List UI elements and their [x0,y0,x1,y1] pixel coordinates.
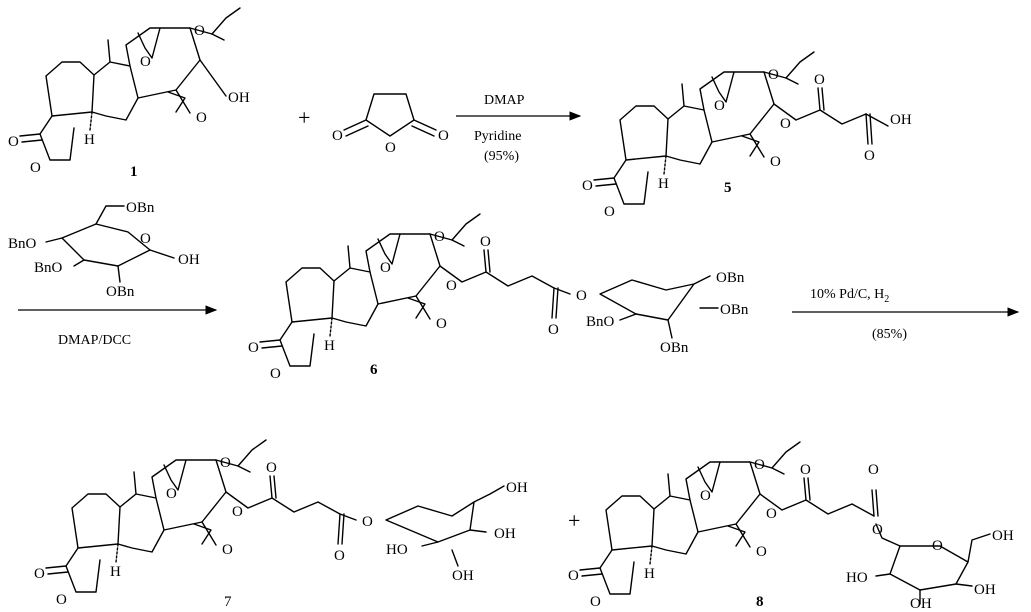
ester-oxygen-label: O [362,514,373,530]
compound-7-structure: O O O O OH OH HO OH O O O O O H [34,439,528,608]
hydroxyl-label: OH [452,568,474,584]
lactone-oxygen-label: O [270,366,281,382]
ester-oxygen-label: O [480,234,491,250]
anhydride-oxygen-label: O [438,128,449,144]
reaction-arrow-2: DMAP/DCC [18,305,218,348]
lactone-oxygen-label: O [30,160,41,176]
carbonyl-oxygen-label: O [34,566,45,582]
compound-8-structure: O O O O O OH HO OH OH O O O O O H [568,441,1014,612]
carbonyl-oxygen-label: O [582,178,593,194]
compound-label-1: 1 [130,164,138,180]
lactone-oxygen-label: O [56,592,67,608]
carbonyl-oxygen-label: O [8,134,19,150]
compound-5-structure: O O OH O O O O O O H 5 [582,51,912,220]
yield-label: (85%) [872,327,907,342]
anomeric-hydroxyl-label: OH [178,252,200,268]
ester-oxygen-label: O [780,116,791,132]
ester-carbonyl-label: O [868,462,879,478]
anhydride-oxygen-label: O [332,128,343,144]
epoxide-oxygen-label: O [220,455,231,471]
ring-oxygen-label: O [932,538,943,554]
epoxide-oxygen-label: O [770,154,781,170]
obn-label: OBn [660,340,689,356]
bno-label: BnO [34,260,63,276]
hydroxyl-label: OH [974,582,996,598]
ester-oxygen-label: O [232,504,243,520]
compound-6-structure: O O O O OBn OBn BnO OBn O O O O O H 6 [248,213,749,382]
bno-label: BnO [8,236,37,252]
reagent-pyridine: Pyridine [474,129,521,144]
compound-label-5: 5 [724,180,732,196]
hydroxyl-label: OH [506,480,528,496]
succinic-anhydride-structure: O O O [332,93,449,156]
reaction-arrow-3: 10% Pd/C, H2 (85%) [792,287,1020,342]
epoxide-oxygen-label: O [714,98,725,114]
compound-label-8: 8 [756,594,764,610]
epoxide-oxygen-label: O [436,316,447,332]
epoxide-oxygen-label: O [194,23,205,39]
ester-oxygen-label: O [576,288,587,304]
epoxide-oxygen-label: O [140,54,151,70]
epoxide-oxygen-label: O [380,260,391,276]
hydroxyl-label: OH [228,90,250,106]
acid-carbonyl-label: O [864,148,875,164]
yield-label: (95%) [484,149,519,164]
hydrogen-label: H [110,564,121,580]
ho-label: HO [846,570,868,586]
plus-sign: + [298,105,310,130]
ester-oxygen-label: O [266,460,277,476]
anhydride-oxygen-label: O [385,140,396,156]
hydrogen-label: H [84,132,95,148]
reagent-dmap-dcc: DMAP/DCC [58,333,131,348]
compound-label-6: 6 [370,362,378,378]
bno-label: BnO [586,314,615,330]
ester-oxygen-label: O [766,506,777,522]
hydrogen-label: H [324,338,335,354]
acid-hydroxyl-label: OH [890,112,912,128]
ester-oxygen-label: O [446,278,457,294]
hydroxyl-label: OH [494,526,516,542]
ester-oxygen-label: O [800,462,811,478]
hydroxyl-label: OH [992,528,1014,544]
epoxide-oxygen-label: O [756,544,767,560]
reaction-arrow-1: DMAP Pyridine (95%) [456,93,582,164]
obn-label: OBn [716,270,745,286]
epoxide-oxygen-label: O [754,457,765,473]
hydroxyl-label: OH [910,596,932,612]
glycosidic-oxygen-label: O [872,522,883,538]
compound-1-structure: OH O O O O O H 1 [8,7,250,180]
lactone-oxygen-label: O [590,594,601,610]
ester-oxygen-label: O [814,72,825,88]
epoxide-oxygen-label: O [222,542,233,558]
lactone-oxygen-label: O [604,204,615,220]
obn-label: OBn [126,200,155,216]
plus-sign: + [568,508,580,533]
carbonyl-oxygen-label: O [248,340,259,356]
epoxide-oxygen-label: O [434,229,445,245]
reagent-pd-c-h2: 10% Pd/C, H2 [810,287,889,305]
benzyl-glucose-structure: OBn O OH BnO BnO OBn [8,200,200,300]
ho-label: HO [386,542,408,558]
obn-label: OBn [106,284,135,300]
obn-label: OBn [720,302,749,318]
hydrogen-label: H [644,566,655,582]
carbonyl-oxygen-label: O [568,568,579,584]
epoxide-oxygen-label: O [196,110,207,126]
reagent-dmap: DMAP [484,93,525,108]
compound-label-7: 7 [224,594,232,610]
ester-carbonyl-label: O [334,548,345,564]
epoxide-oxygen-label: O [166,486,177,502]
epoxide-oxygen-label: O [768,67,779,83]
hydrogen-label: H [658,176,669,192]
epoxide-oxygen-label: O [700,488,711,504]
ring-oxygen-label: O [140,231,151,247]
ester-carbonyl-label: O [548,322,559,338]
